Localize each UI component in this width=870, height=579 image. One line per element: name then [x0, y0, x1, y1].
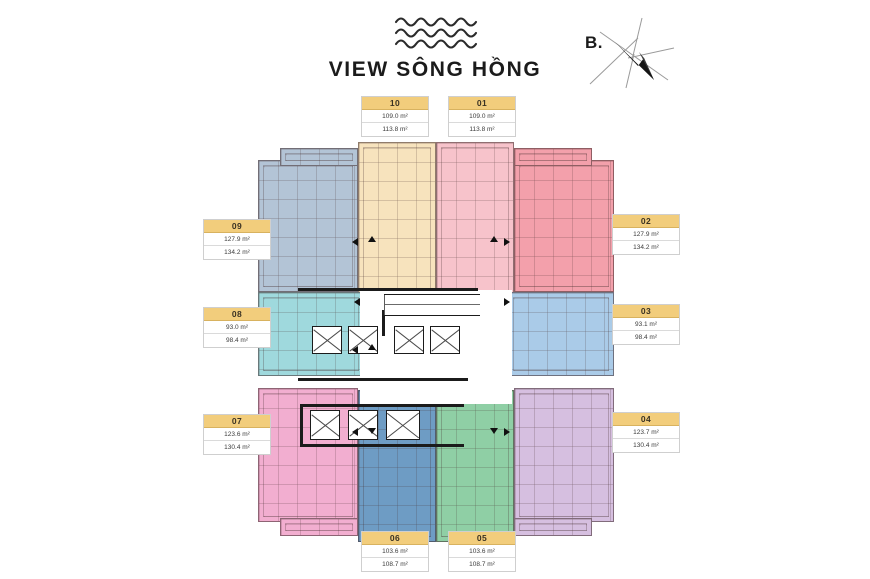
direction-arrow-left-1 — [352, 346, 358, 354]
stairs-icon-lower — [386, 410, 420, 440]
unit-area-05[interactable] — [436, 390, 514, 542]
unit-id: 02 — [613, 215, 679, 228]
unit-area-gross: 130.4 m² — [224, 444, 250, 451]
unit-label-01[interactable]: 01 109.0 m² 113.8 m² — [448, 96, 516, 137]
direction-arrow-right-2 — [504, 298, 510, 306]
unit-area-gross: 130.4 m² — [633, 442, 659, 449]
unit-id: 06 — [362, 532, 428, 545]
unit-area-gross: 108.7 m² — [469, 561, 495, 568]
unit-area-net: 127.9 m² — [204, 233, 270, 246]
direction-arrow-up-1 — [368, 344, 376, 350]
unit-area-10[interactable] — [358, 142, 436, 296]
elevator-icon-4 — [430, 326, 460, 354]
unit-area-net: 109.0 m² — [449, 110, 515, 123]
direction-arrow-left-3 — [354, 298, 360, 306]
unit-label-02[interactable]: 02 127.9 m² 134.2 m² — [612, 214, 680, 255]
unit-id: 05 — [449, 532, 515, 545]
unit-area-02[interactable] — [514, 160, 614, 292]
core-wall-lower-bot — [300, 444, 464, 447]
unit-id: 01 — [449, 97, 515, 110]
unit-id: 04 — [613, 413, 679, 426]
direction-arrow-up-2 — [368, 236, 376, 242]
page-title: VIEW SÔNG HỒNG — [328, 58, 542, 81]
floor-plan-drawing — [252, 142, 620, 542]
direction-arrow-up-3 — [490, 236, 498, 242]
unit-area-02-ext[interactable] — [514, 148, 592, 166]
core-wall-top — [298, 288, 478, 291]
elevator-icon-3 — [394, 326, 424, 354]
unit-id: 08 — [204, 308, 270, 321]
unit-area-gross: 98.4 m² — [634, 334, 658, 341]
unit-area-09[interactable] — [258, 160, 358, 292]
unit-id: 03 — [613, 305, 679, 318]
unit-area-net: 123.7 m² — [613, 426, 679, 439]
compass-rose-icon — [582, 14, 682, 92]
unit-label-10[interactable]: 10 109.0 m² 113.8 m² — [361, 96, 429, 137]
direction-arrow-left-2 — [352, 238, 358, 246]
unit-area-net: 109.0 m² — [362, 110, 428, 123]
unit-area-09-ext[interactable] — [280, 148, 358, 166]
unit-area-04-ext[interactable] — [514, 518, 592, 536]
stairs-icon-upper — [384, 294, 480, 316]
unit-area-04[interactable] — [514, 388, 614, 522]
unit-label-04[interactable]: 04 123.7 m² 130.4 m² — [612, 412, 680, 453]
unit-label-08[interactable]: 08 93.0 m² 98.4 m² — [203, 307, 271, 348]
direction-arrow-right-1 — [504, 238, 510, 246]
unit-area-net: 103.6 m² — [362, 545, 428, 558]
unit-area-gross: 134.2 m² — [633, 244, 659, 251]
core-wall-bottom — [298, 378, 468, 381]
compass-north-label: B. — [585, 33, 603, 52]
unit-label-07[interactable]: 07 123.6 m² 130.4 m² — [203, 414, 271, 455]
unit-area-01[interactable] — [436, 142, 514, 296]
unit-label-06[interactable]: 06 103.6 m² 108.7 m² — [361, 531, 429, 572]
unit-area-07-ext[interactable] — [280, 518, 358, 536]
unit-area-net: 93.1 m² — [613, 318, 679, 331]
unit-label-03[interactable]: 03 93.1 m² 98.4 m² — [612, 304, 680, 345]
unit-area-net: 103.6 m² — [449, 545, 515, 558]
direction-arrow-left-4 — [352, 428, 358, 436]
core-wall-lower-left — [300, 404, 303, 446]
unit-area-net: 123.6 m² — [204, 428, 270, 441]
unit-id: 10 — [362, 97, 428, 110]
direction-arrow-right-3 — [504, 428, 510, 436]
unit-area-gross: 134.2 m² — [224, 249, 250, 256]
unit-id: 09 — [204, 220, 270, 233]
unit-area-08[interactable] — [258, 292, 364, 376]
direction-arrow-down-1 — [368, 428, 376, 434]
water-waves-icon — [392, 12, 488, 56]
elevator-icon-5 — [310, 410, 340, 440]
unit-area-gross: 113.8 m² — [469, 126, 495, 133]
unit-id: 07 — [204, 415, 270, 428]
core-wall-lower-top — [300, 404, 464, 407]
unit-label-09[interactable]: 09 127.9 m² 134.2 m² — [203, 219, 271, 260]
unit-area-gross: 113.8 m² — [382, 126, 408, 133]
unit-area-net: 127.9 m² — [613, 228, 679, 241]
unit-label-05[interactable]: 05 103.6 m² 108.7 m² — [448, 531, 516, 572]
direction-arrow-down-2 — [490, 428, 498, 434]
unit-area-gross: 108.7 m² — [382, 561, 408, 568]
unit-area-03[interactable] — [508, 292, 614, 376]
elevator-icon-1 — [312, 326, 342, 354]
unit-area-gross: 98.4 m² — [225, 337, 249, 344]
unit-area-net: 93.0 m² — [204, 321, 270, 334]
core-wall-mid — [382, 310, 385, 336]
unit-area-07[interactable] — [258, 388, 358, 522]
